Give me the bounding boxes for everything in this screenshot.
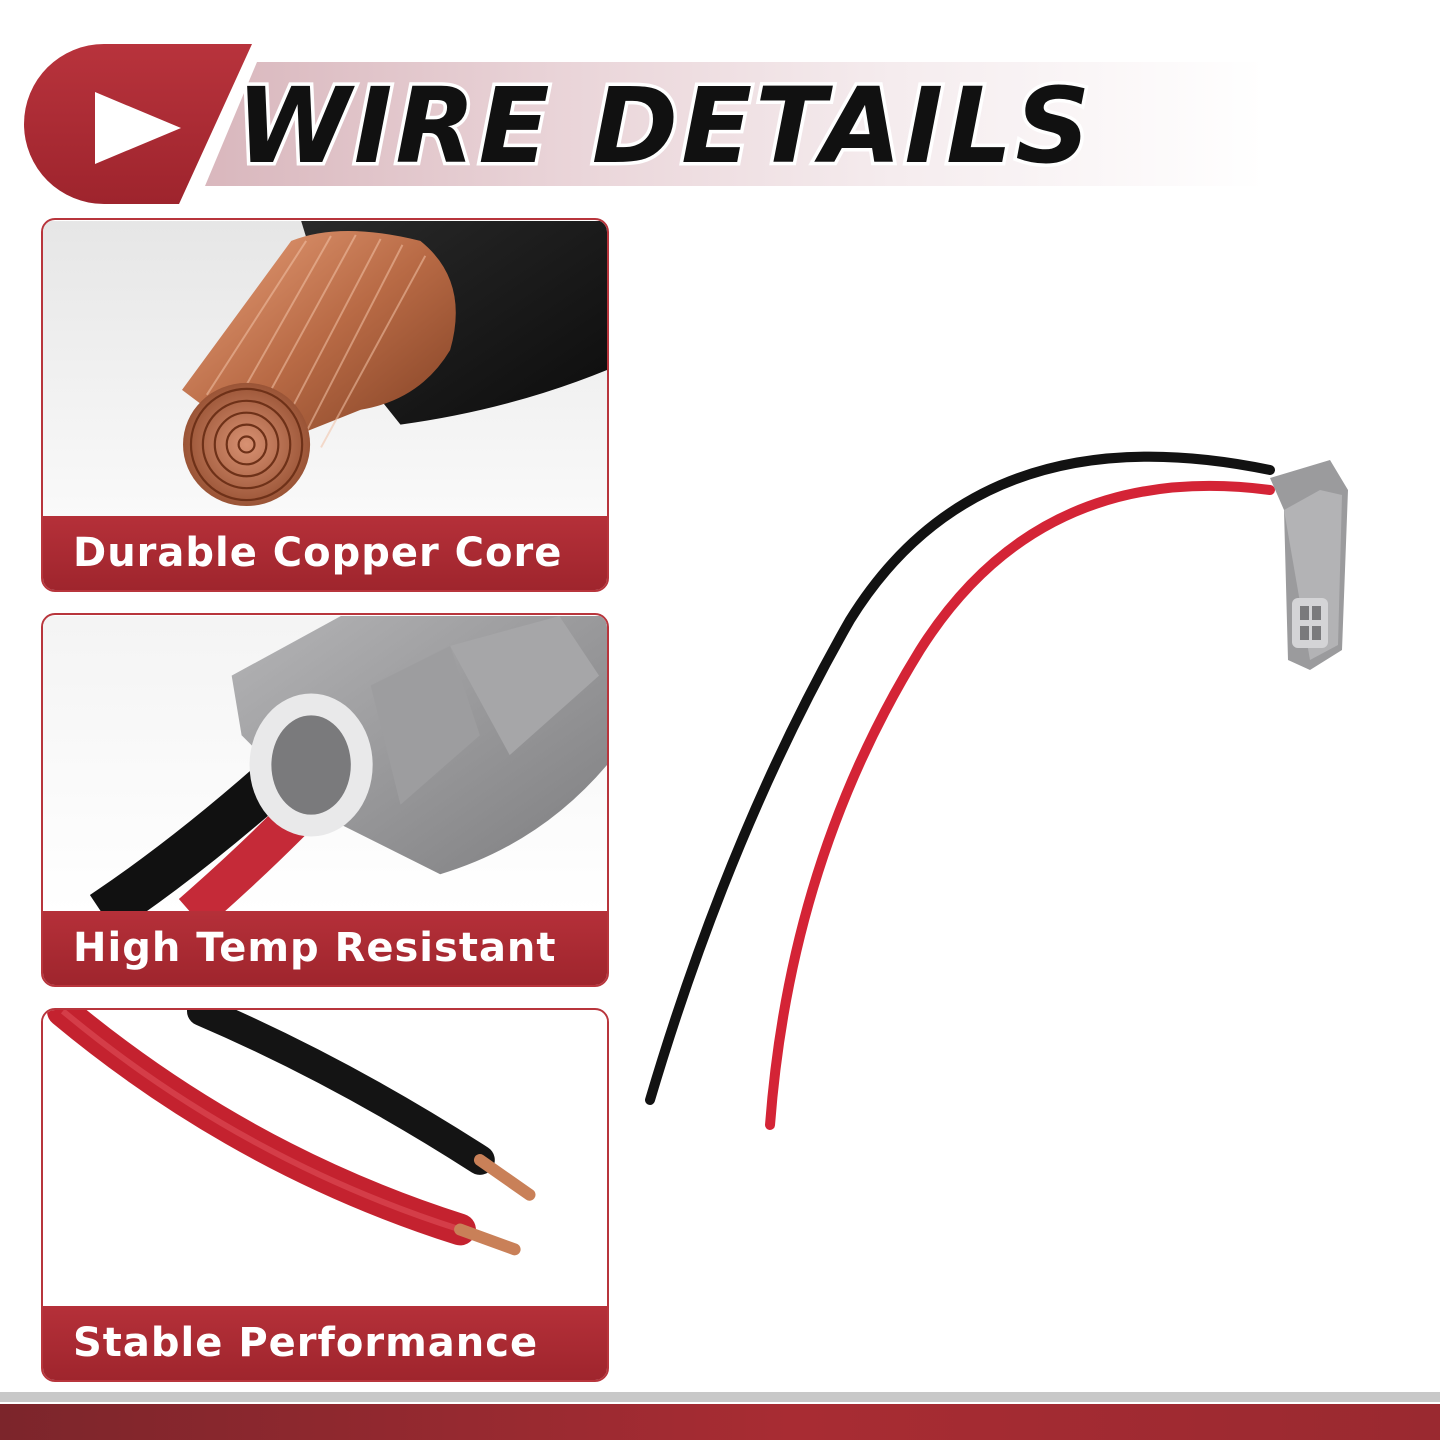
feature-card-copper-core: Durable Copper Core (41, 218, 609, 592)
feature-label: High Temp Resistant (43, 911, 607, 985)
copper-core-icon (43, 221, 607, 519)
footer-divider (0, 1392, 1440, 1402)
feature-label: Stable Performance (43, 1306, 607, 1380)
feature-label: Durable Copper Core (43, 516, 607, 590)
wire-harness-product (645, 451, 1348, 1130)
header-band (205, 62, 1265, 186)
connector-icon (43, 616, 607, 915)
play-icon (95, 92, 181, 164)
page-title: WIRE DETAILS (232, 63, 1094, 190)
header-banner: WIRE DETAILS (0, 0, 1440, 210)
connector-icon (1270, 460, 1348, 670)
feature-card-stable: Stable Performance (41, 1008, 609, 1382)
feature-card-high-temp: High Temp Resistant (41, 613, 609, 987)
footer-bar (0, 1404, 1440, 1440)
wire-ends-icon (43, 1010, 607, 1309)
